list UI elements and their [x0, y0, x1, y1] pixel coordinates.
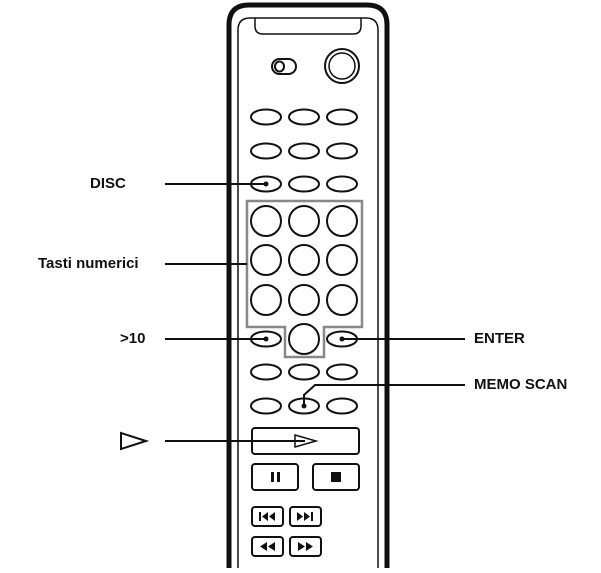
- numeric-key-0[interactable]: [288, 323, 320, 355]
- rewind-button[interactable]: [251, 536, 284, 557]
- pause-button[interactable]: [251, 463, 299, 491]
- oval-button[interactable]: [288, 142, 320, 160]
- remote-body: [226, 2, 390, 568]
- oval-button[interactable]: [250, 397, 282, 415]
- numeric-key-6[interactable]: [326, 244, 358, 276]
- oval-button[interactable]: [326, 108, 358, 126]
- rewind-icon: [260, 542, 275, 551]
- oval-button-row-2: [250, 142, 358, 160]
- oval-button[interactable]: [288, 363, 320, 381]
- enter-label: ENTER: [474, 330, 525, 347]
- memo-scan-label: MEMO SCAN: [474, 376, 568, 393]
- oval-button[interactable]: [326, 363, 358, 381]
- stop-icon: [331, 472, 341, 482]
- numeric-key-8[interactable]: [288, 284, 320, 316]
- oval-button-row-3: [250, 175, 358, 193]
- play-indicator-icon: [120, 431, 150, 451]
- fast-forward-icon: [298, 542, 313, 551]
- numeric-keypad: [250, 205, 358, 355]
- oval-button[interactable]: [326, 142, 358, 160]
- oval-button[interactable]: [288, 175, 320, 193]
- numeric-key-7[interactable]: [250, 284, 282, 316]
- oval-button[interactable]: [326, 175, 358, 193]
- callout-lines: [165, 181, 465, 442]
- oval-button-row-5: [250, 363, 358, 381]
- numeric-key-4[interactable]: [250, 244, 282, 276]
- power-button[interactable]: [324, 48, 360, 84]
- pause-icon: [271, 472, 274, 482]
- small-toggle-switch[interactable]: [271, 58, 297, 75]
- oval-button[interactable]: [250, 363, 282, 381]
- stop-button[interactable]: [312, 463, 360, 491]
- previous-track-button[interactable]: [251, 506, 284, 527]
- next-track-button[interactable]: [289, 506, 322, 527]
- oval-button[interactable]: [250, 108, 282, 126]
- skip-next-icon: [297, 512, 313, 521]
- numeric-key-5[interactable]: [288, 244, 320, 276]
- oval-button-row-1: [250, 108, 358, 126]
- numeric-key-1[interactable]: [250, 205, 282, 237]
- oval-button[interactable]: [326, 397, 358, 415]
- numeric-keys-highlight-frame: [245, 199, 364, 359]
- memo-scan-leader-line: [303, 384, 465, 406]
- greater-than-10-label: >10: [120, 330, 146, 347]
- disc-label: DISC: [90, 175, 126, 192]
- numeric-keys-label: Tasti numerici: [38, 255, 139, 272]
- numeric-key-9[interactable]: [326, 284, 358, 316]
- numeric-key-3[interactable]: [326, 205, 358, 237]
- oval-button[interactable]: [250, 142, 282, 160]
- numeric-key-2[interactable]: [288, 205, 320, 237]
- fast-forward-button[interactable]: [289, 536, 322, 557]
- skip-previous-icon: [259, 512, 275, 521]
- oval-button[interactable]: [288, 108, 320, 126]
